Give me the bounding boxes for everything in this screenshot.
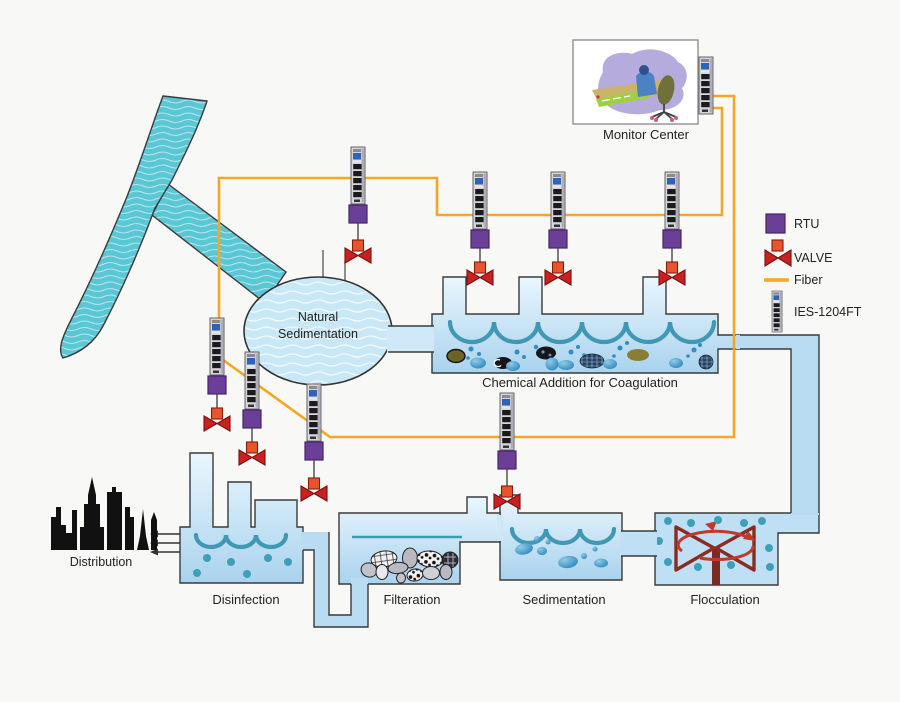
- valve-icon: [658, 261, 686, 286]
- rtu-icon: [470, 229, 490, 249]
- mixer-icon: [674, 521, 756, 585]
- rtu-icon: [207, 375, 227, 395]
- ies-switch-icon: [664, 171, 680, 230]
- filteration-label: Filteration: [383, 592, 440, 607]
- ies-switch-icon: [244, 351, 260, 410]
- distribution: Distribution: [51, 477, 157, 569]
- rtu-icon: [304, 441, 324, 461]
- river-main: [59, 95, 208, 359]
- natural-sedimentation-pond: Natural Sedimentation: [243, 276, 393, 386]
- legend-ies-label: IES-1204FT: [794, 305, 862, 319]
- ies-switch-icon: [771, 290, 783, 333]
- chemical-addition-label: Chemical Addition for Coagulation: [482, 375, 678, 390]
- distribution-label: Distribution: [70, 555, 133, 569]
- flocculation-tank: Flocculation: [639, 512, 820, 607]
- ies-switch-icon: [698, 56, 714, 115]
- rtu-icon: [497, 450, 517, 470]
- tank-junction: [497, 515, 503, 541]
- monitor-center-illustration: [592, 49, 687, 122]
- sedimentation-label: Sedimentation: [522, 592, 605, 607]
- natural-sedimentation-label-2: Sedimentation: [278, 327, 358, 341]
- floc-sed-connector-pipe: [620, 530, 657, 557]
- flocculation-label: Flocculation: [690, 592, 759, 607]
- sedimentation-tank: Sedimentation: [499, 494, 623, 607]
- legend-rtu-label: RTU: [794, 217, 819, 231]
- device-chain-sedimentation: [493, 392, 521, 510]
- disinfection-label: Disinfection: [212, 592, 279, 607]
- device-chain-chem-1: [466, 171, 494, 286]
- distribution-skyline-icon: [51, 477, 157, 550]
- disinfection-tank: Disinfection: [150, 452, 304, 607]
- valve-icon: [544, 261, 572, 286]
- legend-fiber-label: Fiber: [794, 273, 822, 287]
- ies-switch-icon: [209, 317, 225, 376]
- legend: RTU VALVE Fiber IES-1204FT: [764, 213, 862, 333]
- valve-icon: [466, 261, 494, 286]
- monitor-center-box: Monitor Center: [572, 39, 699, 142]
- device-chain-disinfection-3: [300, 383, 328, 502]
- coagulation-particles: [446, 341, 714, 371]
- ies-switch-icon: [350, 146, 366, 205]
- rtu-icon: [348, 204, 368, 224]
- device-chain-chem-3: [658, 171, 686, 286]
- monitor-center-label: Monitor Center: [603, 127, 690, 142]
- device-chain-chem-2: [544, 171, 572, 286]
- rtu-icon: [662, 229, 682, 249]
- rtu-icon: [548, 229, 568, 249]
- rtu-icon: [242, 409, 262, 429]
- pond-to-tank-channel: [387, 325, 434, 353]
- fiber-ring-line: [217, 94, 736, 439]
- chemical-addition-tank: Chemical Addition for Coagulation: [431, 276, 741, 390]
- natural-sedimentation-label-1: Natural: [298, 310, 338, 324]
- ies-switch-icon: [472, 171, 488, 230]
- ies-switch-icon: [499, 392, 515, 451]
- chemical-to-flocculation-pipe: [736, 334, 820, 515]
- device-chain-disinfection-2: [238, 351, 266, 466]
- valve-icon: [344, 239, 372, 264]
- device-chain-pond: [344, 146, 372, 264]
- filter-rocks: [360, 547, 459, 584]
- valve-icon: [238, 441, 266, 466]
- legend-valve-label: VALVE: [794, 251, 832, 265]
- valve-icon: [764, 239, 792, 267]
- valve-icon: [203, 407, 231, 432]
- device-chain-disinfection-1: [203, 317, 231, 432]
- ies-switch-icon: [550, 171, 566, 230]
- ies-switch-icon: [306, 383, 322, 442]
- filteration-tank: Filteration: [338, 496, 501, 607]
- valve-icon: [300, 477, 328, 502]
- rtu-icon: [765, 213, 786, 234]
- filteration-to-disinfection-pipe: [301, 532, 369, 628]
